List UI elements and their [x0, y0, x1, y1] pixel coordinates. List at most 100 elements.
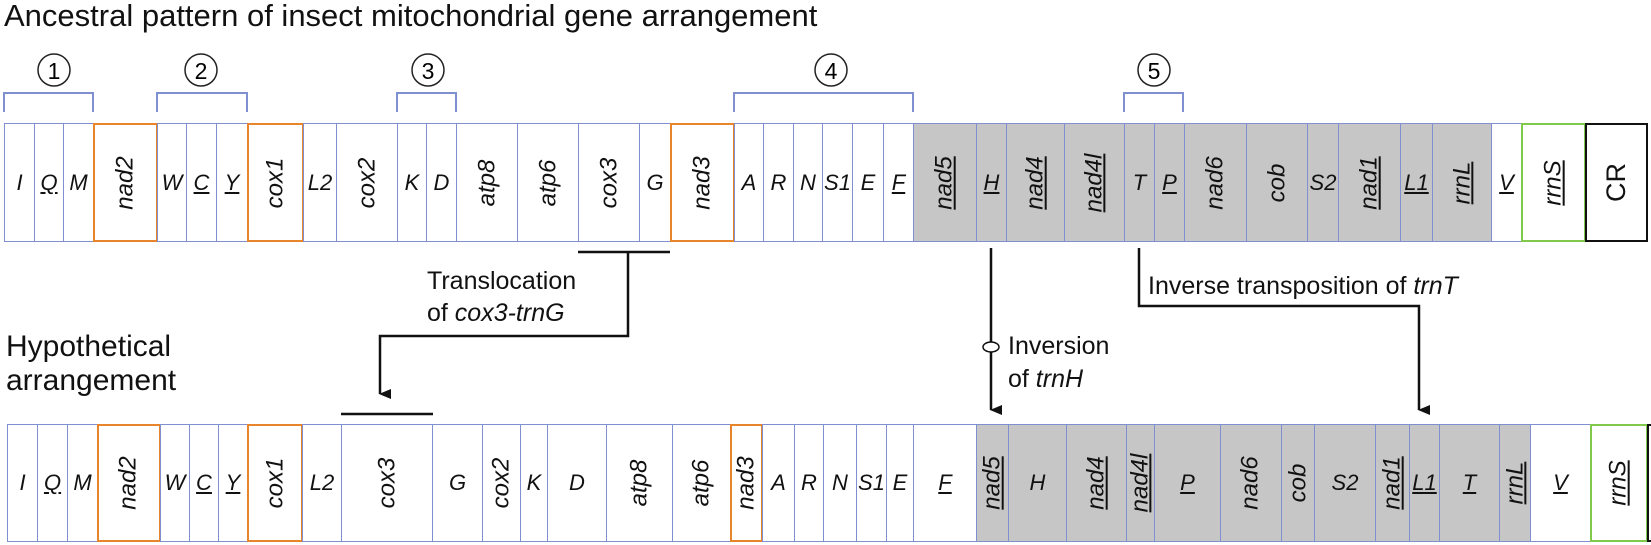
ancestral-gene-nad6-29: nad6: [1184, 123, 1247, 242]
transposition-prefix: Inverse transposition of: [1148, 272, 1414, 300]
ancestral-gene-e-21: E: [852, 123, 884, 242]
ancestral-gene-atp6-13: atp6: [517, 123, 579, 242]
ancestral-gene-rrns-36: rrnS: [1521, 123, 1586, 242]
gene-label: E: [892, 470, 908, 495]
hypothetical-gene-n-19: N: [823, 424, 857, 542]
ancestral-gene-n-19: N: [793, 123, 823, 242]
hypothetical-gene-w-4: W: [160, 424, 190, 542]
gene-label: L2: [309, 470, 335, 495]
group-bracket-3: 3: [396, 53, 457, 112]
translocation-prefix: of: [427, 299, 455, 327]
gene-label: D: [569, 470, 585, 495]
translocation-label-line1: Translocation: [427, 267, 577, 295]
ancestral-gene-l2-8: L2: [303, 123, 337, 242]
ancestral-gene-c-5: C: [186, 123, 217, 242]
gene-label: I: [16, 169, 23, 195]
transposition-label: Inverse transposition of trnT: [1148, 271, 1458, 301]
group-bracket-1: 1: [3, 53, 94, 112]
group-label-4: 4: [825, 58, 838, 84]
subtitle-line-1: Hypothetical: [6, 330, 172, 363]
ancestral-gene-atp8-12: atp8: [456, 123, 518, 242]
gene-label: S1: [824, 169, 851, 195]
gene-label: V: [1499, 169, 1514, 195]
gene-label: C: [196, 470, 212, 495]
hypothetical-gene-e-21: E: [886, 424, 914, 542]
gene-label: W: [161, 169, 183, 195]
hypothetical-gene-cox1-7: cox1: [247, 424, 303, 542]
ancestral-gene-cr-37: CR: [1585, 123, 1648, 242]
ancestral-gene-v-35: V: [1491, 123, 1522, 242]
ancestral-gene-f-22: F: [883, 123, 914, 242]
translocation-label-line2: of cox3-trnG: [427, 298, 565, 328]
gene-label: N: [832, 470, 848, 495]
hypothetical-gene-nad1-31: nad1: [1375, 424, 1410, 542]
gene-label: R: [770, 169, 787, 195]
hypothetical-gene-k-12: K: [520, 424, 548, 542]
gene-label: R: [801, 470, 817, 495]
gene-label: L1: [1412, 470, 1437, 495]
hypothetical-gene-s1-20: S1: [856, 424, 887, 542]
inversion-arrow: [982, 248, 1002, 415]
diagram-title: Ancestral pattern of insect mitochondria…: [4, 0, 818, 33]
hypothetical-gene-f-22: F: [913, 424, 977, 542]
hypothetical-gene-c-5: C: [189, 424, 219, 542]
ancestral-gene-nad5-23: nad5: [913, 123, 977, 242]
hypothetical-gene-p-27: P: [1154, 424, 1221, 542]
hypothetical-gene-atp8-14: atp8: [606, 424, 673, 542]
gene-label: F: [938, 470, 952, 495]
gene-label: W: [164, 470, 186, 495]
gene-label: M: [73, 470, 92, 495]
ancestral-gene-cox1-7: cox1: [247, 123, 304, 242]
hypothetical-gene-l2-8: L2: [302, 424, 342, 542]
ancestral-gene-rrnl-34: rrnL: [1432, 123, 1492, 242]
subtitle-line-2: arrangement: [6, 364, 177, 397]
gene-label: S2: [1331, 470, 1359, 495]
inversion-label-line2: of trnH: [1008, 364, 1083, 394]
group-bracket-2: 2: [156, 53, 248, 112]
gene-label: M: [69, 169, 88, 195]
gene-label: Y: [224, 169, 240, 195]
inversion-gene: trnH: [1035, 365, 1084, 393]
gene-label: N: [800, 169, 816, 195]
gene-label: Q: [40, 169, 58, 195]
ancestral-gene-nad3-16: nad3: [670, 123, 735, 242]
hypothetical-gene-d-13: D: [547, 424, 607, 542]
gene-label: S1: [858, 470, 885, 495]
gene-label: H: [983, 169, 1000, 195]
gene-label: T: [1132, 169, 1147, 195]
ancestral-gene-cox3-14: cox3: [578, 123, 640, 242]
gene-label: L1: [1404, 169, 1429, 195]
group-label-1: 1: [48, 58, 61, 84]
group-bracket-5: 5: [1123, 53, 1184, 112]
inversion-label-line1: Inversion: [1008, 332, 1110, 360]
gene-label: V: [1553, 470, 1568, 495]
hypothetical-gene-q-1: Q: [37, 424, 68, 542]
transposition-arrow: [1137, 248, 1430, 415]
gene-label: G: [646, 169, 664, 195]
ancestral-gene-nad1-32: nad1: [1338, 123, 1401, 242]
gene-label: P: [1162, 169, 1177, 195]
ancestral-gene-nad2-3: nad2: [93, 123, 158, 242]
hypothetical-gene-nad6-28: nad6: [1220, 424, 1282, 542]
ancestral-gene-d-11: D: [426, 123, 457, 242]
ancestral-gene-h-24: H: [976, 123, 1007, 242]
ancestral-gene-q-1: Q: [34, 123, 64, 242]
gene-label: E: [860, 169, 876, 195]
hypothetical-gene-rrns-36: rrnS: [1590, 424, 1648, 542]
ancestral-gene-y-6: Y: [216, 123, 248, 242]
inversion-prefix: of: [1008, 365, 1036, 393]
gene-label: H: [1029, 470, 1046, 495]
group-label-3: 3: [422, 58, 435, 84]
gene-label: F: [891, 169, 906, 195]
hypothetical-gene-t-33: T: [1439, 424, 1500, 542]
hypothetical-arrangement-label: Hypothetical arrangement: [6, 330, 176, 398]
gene-label: G: [448, 470, 467, 495]
hypothetical-gene-nad4l-26: nad4l: [1126, 424, 1155, 542]
hypothetical-gene-cr-37: CR: [1647, 424, 1651, 542]
gene-label: K: [404, 169, 420, 195]
ancestral-gene-nad4l-26: nad4l: [1064, 123, 1125, 242]
gene-label: C: [193, 169, 210, 195]
gene-label: T: [1462, 470, 1477, 495]
gene-label: A: [741, 169, 757, 195]
gene-label: Y: [225, 470, 241, 495]
